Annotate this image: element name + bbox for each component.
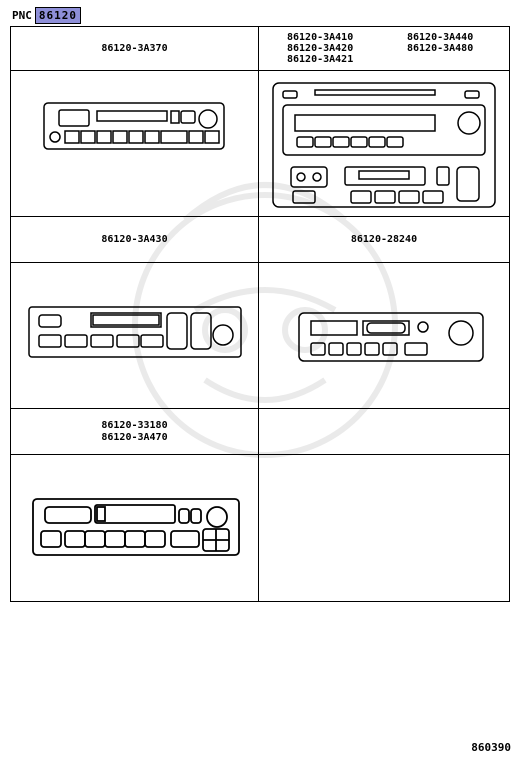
image-cell-3: [11, 263, 259, 409]
part-number: 86120-3A420: [287, 43, 354, 54]
label-cell-2: 86120-3A410 86120-3A420 86120-3A421 8612…: [259, 27, 509, 71]
radio-3a370-illustration: [43, 102, 225, 150]
page-code: 860390: [471, 741, 511, 754]
image-cell-1: [11, 71, 259, 217]
image-cell-5: [11, 455, 259, 601]
label-cell-5: 86120-33180 86120-3A470: [11, 409, 259, 455]
radio-3a430-illustration: [28, 306, 242, 358]
part-number: 86120-3A421: [287, 54, 354, 65]
radio-28240-illustration: [298, 312, 484, 362]
radio-3a410-illustration: [272, 82, 496, 208]
label-cell-3: 86120-3A430: [11, 217, 259, 263]
image-cell-6: [259, 455, 509, 601]
radio-33180-illustration: [32, 498, 240, 556]
part-number-group-c: 86120-33180 86120-3A470: [101, 420, 167, 444]
label-cell-4: 86120-28240: [259, 217, 509, 263]
watermark-logo: [132, 182, 398, 458]
image-cell-4: [259, 263, 509, 409]
parts-grid: 86120-3A370 86120-3A410 86120-3A420 8612…: [10, 26, 510, 602]
pnc-label: PNC: [12, 9, 32, 22]
pnc-number: 86120: [34, 7, 81, 24]
part-number-3a370: 86120-3A370: [101, 42, 168, 54]
part-number: 86120-3A410: [287, 32, 354, 43]
part-number-group-b: 86120-3A440 86120-3A480: [407, 32, 473, 54]
pnc-header: PNC 86120: [12, 7, 81, 24]
image-cell-2: [259, 71, 509, 217]
part-number-3a430: 86120-3A430: [101, 233, 168, 245]
label-cell-6: [259, 409, 509, 455]
label-cell-1: 86120-3A370: [11, 27, 259, 71]
part-number: 86120-3A440: [407, 32, 474, 43]
part-number-group-a: 86120-3A410 86120-3A420 86120-3A421: [287, 32, 353, 65]
part-number: 86120-3A470: [101, 431, 168, 443]
part-number: 86120-33180: [101, 419, 168, 431]
part-number-28240: 86120-28240: [350, 233, 418, 245]
part-number: 86120-3A480: [407, 43, 474, 54]
